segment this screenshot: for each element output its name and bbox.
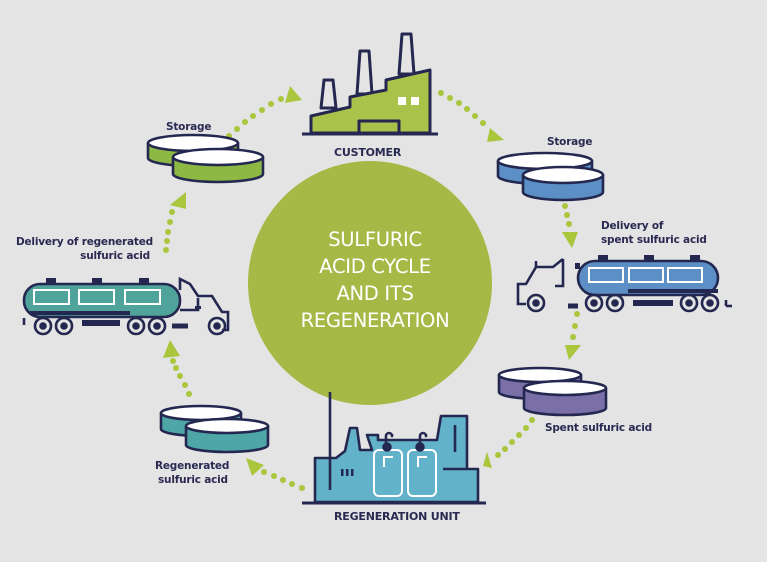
- tanker-truck-icon: [22, 276, 230, 336]
- arrow-regeneration-to-regenerated: [246, 458, 305, 491]
- regeneration-unit-label: REGENERATION UNIT: [334, 510, 460, 523]
- flow-arrows: [163, 86, 581, 491]
- arrow-storage-to-customer: [226, 86, 302, 139]
- arrow-delivery-to-storage: [163, 192, 186, 253]
- plant-icon: [302, 392, 486, 505]
- title-line: REGENERATION: [300, 309, 450, 332]
- storage-tank-icon: [496, 151, 605, 202]
- label-line: sulfuric acid: [158, 474, 228, 486]
- arrow-head-icon: [246, 458, 264, 476]
- center-circle: [248, 161, 492, 405]
- delivery-regenerated-label: Delivery of regenerated sulfuric acid: [16, 235, 153, 263]
- arrow-regenerated-to-delivery: [163, 340, 192, 397]
- label-line: Regenerated: [155, 460, 230, 472]
- arrow-spent-to-regeneration: [483, 417, 535, 468]
- storage-tank-icon: [159, 404, 270, 454]
- arrow-head-icon: [483, 452, 492, 468]
- factory-icon: [302, 32, 438, 136]
- arrow-head-icon: [487, 128, 504, 142]
- label-line: Delivery of regenerated: [16, 236, 153, 248]
- label-line: sulfuric acid: [80, 250, 150, 262]
- storage-green-label: Storage: [166, 121, 212, 133]
- tanker-truck-icon: [516, 255, 732, 313]
- label-line: Delivery of: [601, 220, 664, 232]
- label-line: spent sulfuric acid: [601, 234, 707, 246]
- arrow-head-icon: [163, 340, 180, 358]
- title-line: AND ITS: [336, 282, 414, 305]
- title-line: ACID CYCLE: [319, 255, 431, 278]
- arrow-storage-to-delivery: [562, 203, 578, 248]
- cycle-title: SULFURIC ACID CYCLE AND ITS REGENERATION: [255, 226, 495, 334]
- delivery-spent-label: Delivery of spent sulfuric acid: [601, 219, 707, 247]
- spent-acid-label: Spent sulfuric acid: [545, 422, 652, 434]
- arrow-delivery-to-spent: [565, 311, 581, 360]
- arrow-customer-to-storage: [438, 90, 504, 142]
- title-line: SULFURIC: [328, 228, 422, 251]
- arrow-head-icon: [170, 192, 186, 209]
- regenerated-acid-label: Regenerated sulfuric acid: [155, 459, 229, 487]
- storage-tank-icon: [497, 366, 608, 417]
- arrow-head-icon: [565, 345, 581, 360]
- customer-label: CUSTOMER: [334, 146, 402, 159]
- arrow-head-icon: [285, 86, 302, 103]
- storage-blue-label: Storage: [547, 136, 593, 148]
- storage-tank-icon: [146, 133, 265, 184]
- arrow-head-icon: [562, 232, 578, 248]
